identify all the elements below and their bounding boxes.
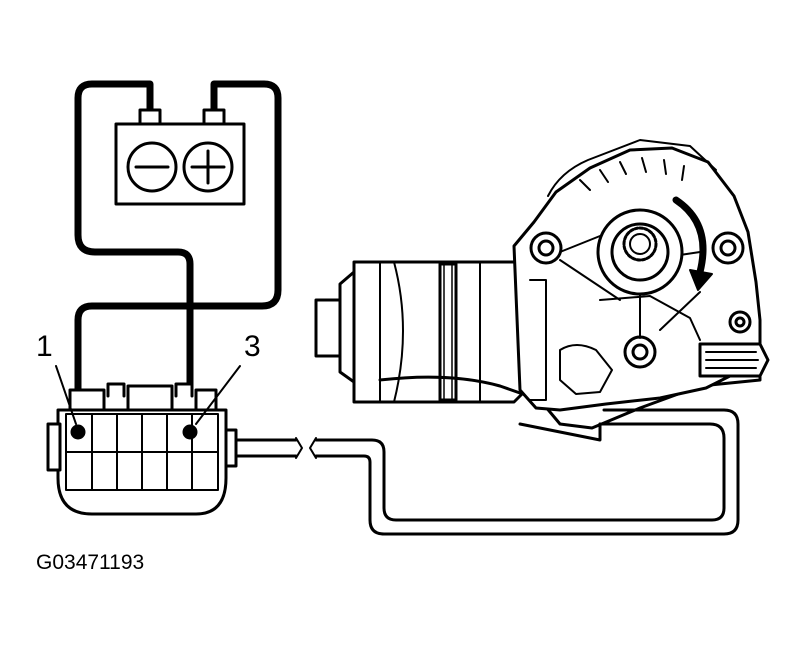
pin-3-label: 3 [244, 330, 261, 363]
battery-body [114, 122, 246, 206]
wiper-motor [314, 139, 770, 442]
pin-1-leader [55, 365, 77, 425]
pin-3-leader [195, 365, 241, 425]
figure-id-label: G03471193 [36, 551, 145, 574]
battery [114, 108, 246, 206]
wire-harness [234, 408, 740, 536]
plus-icon [182, 141, 234, 193]
curved-arrow-icon [672, 196, 707, 276]
pin-1-label: 1 [36, 330, 53, 363]
jumper-wires [74, 80, 282, 436]
negative-lead-wire [74, 80, 194, 389]
wiper-motor-connector [46, 382, 238, 516]
minus-icon [126, 141, 178, 193]
positive-lead-wire [74, 80, 282, 436]
terminal-1 [70, 424, 86, 440]
terminal-3 [182, 424, 198, 440]
output-shaft-spline [622, 226, 658, 262]
output-shaft-boss [596, 208, 684, 296]
